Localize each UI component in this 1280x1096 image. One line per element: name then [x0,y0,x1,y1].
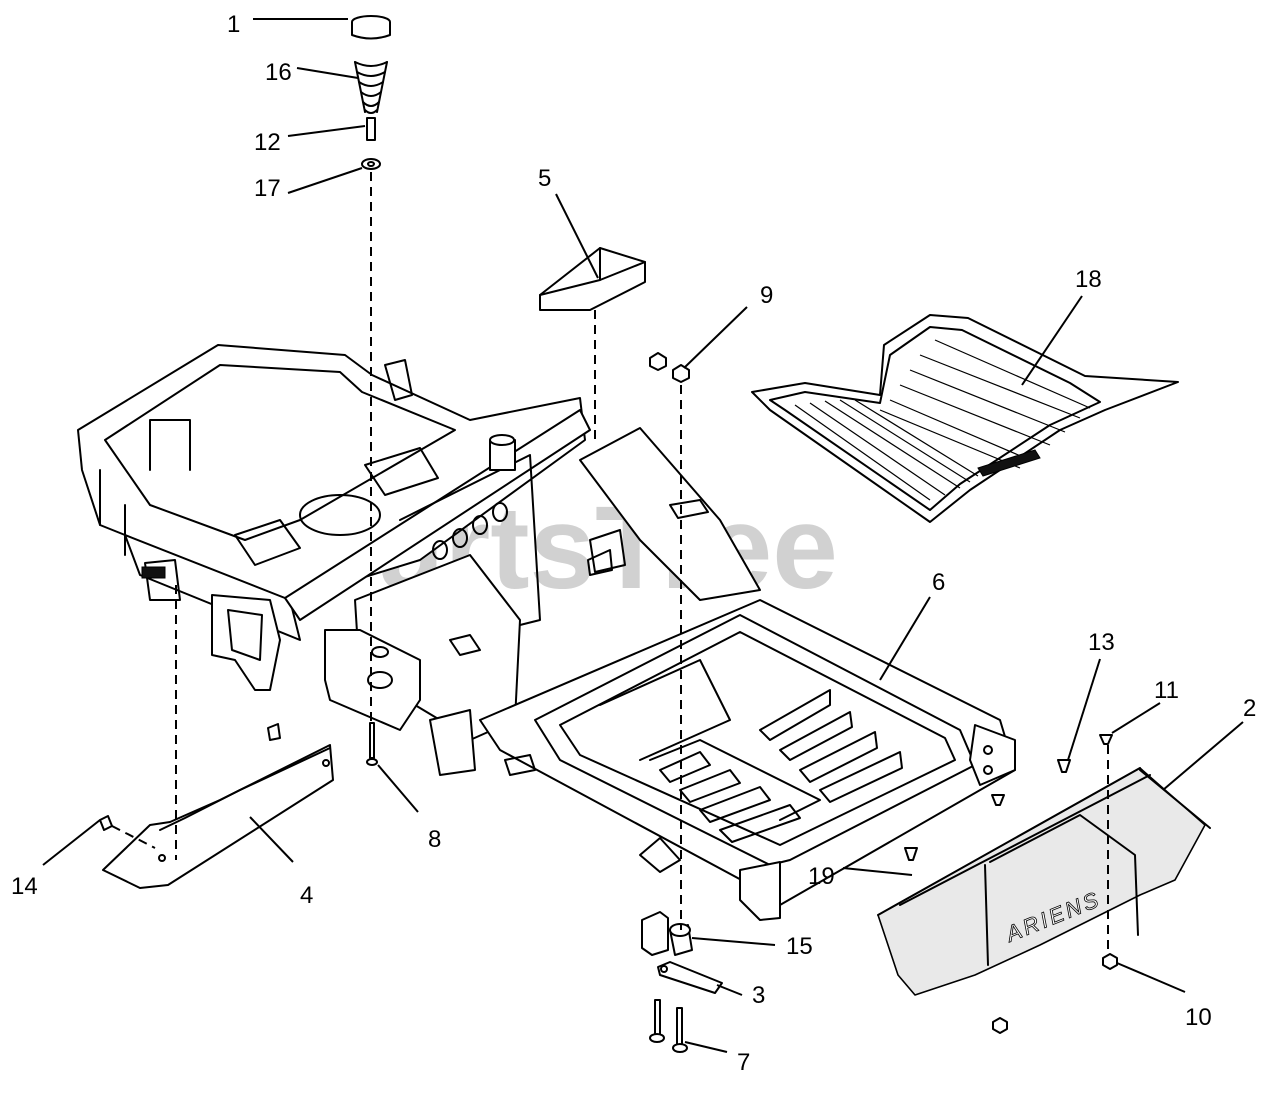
callout-8: 8 [428,826,441,853]
callout-7: 7 [737,1049,750,1076]
leader-lines [42,18,1244,1053]
floor-mat-part-18 [751,314,1179,523]
callout-4: 4 [300,882,313,909]
callout-2: 2 [1243,695,1256,722]
callout-labels: 1 2 3 4 5 6 7 8 9 10 11 12 13 14 15 16 1… [11,11,1256,1076]
angle-bracket-part-5 [539,247,646,311]
callout-3: 3 [752,982,765,1009]
callout-10: 10 [1185,1004,1212,1031]
callout-6: 6 [932,569,945,596]
callout-14: 14 [11,873,38,900]
callout-9: 9 [760,282,773,309]
callout-1: 1 [227,11,240,38]
callout-11: 11 [1154,677,1179,704]
callout-16: 16 [265,59,292,86]
callout-12: 12 [254,129,281,156]
callout-15: 15 [786,933,813,960]
assembly-lines [111,172,1109,955]
hardware [99,15,1118,1053]
callout-17: 17 [254,175,281,202]
callout-5: 5 [538,165,551,192]
front-shroud-part-2: ARIENS [877,767,1211,996]
callout-18: 18 [1075,266,1102,293]
side-panel-part-4 [102,744,334,889]
callout-13: 13 [1088,629,1115,656]
callout-19: 19 [808,863,835,890]
